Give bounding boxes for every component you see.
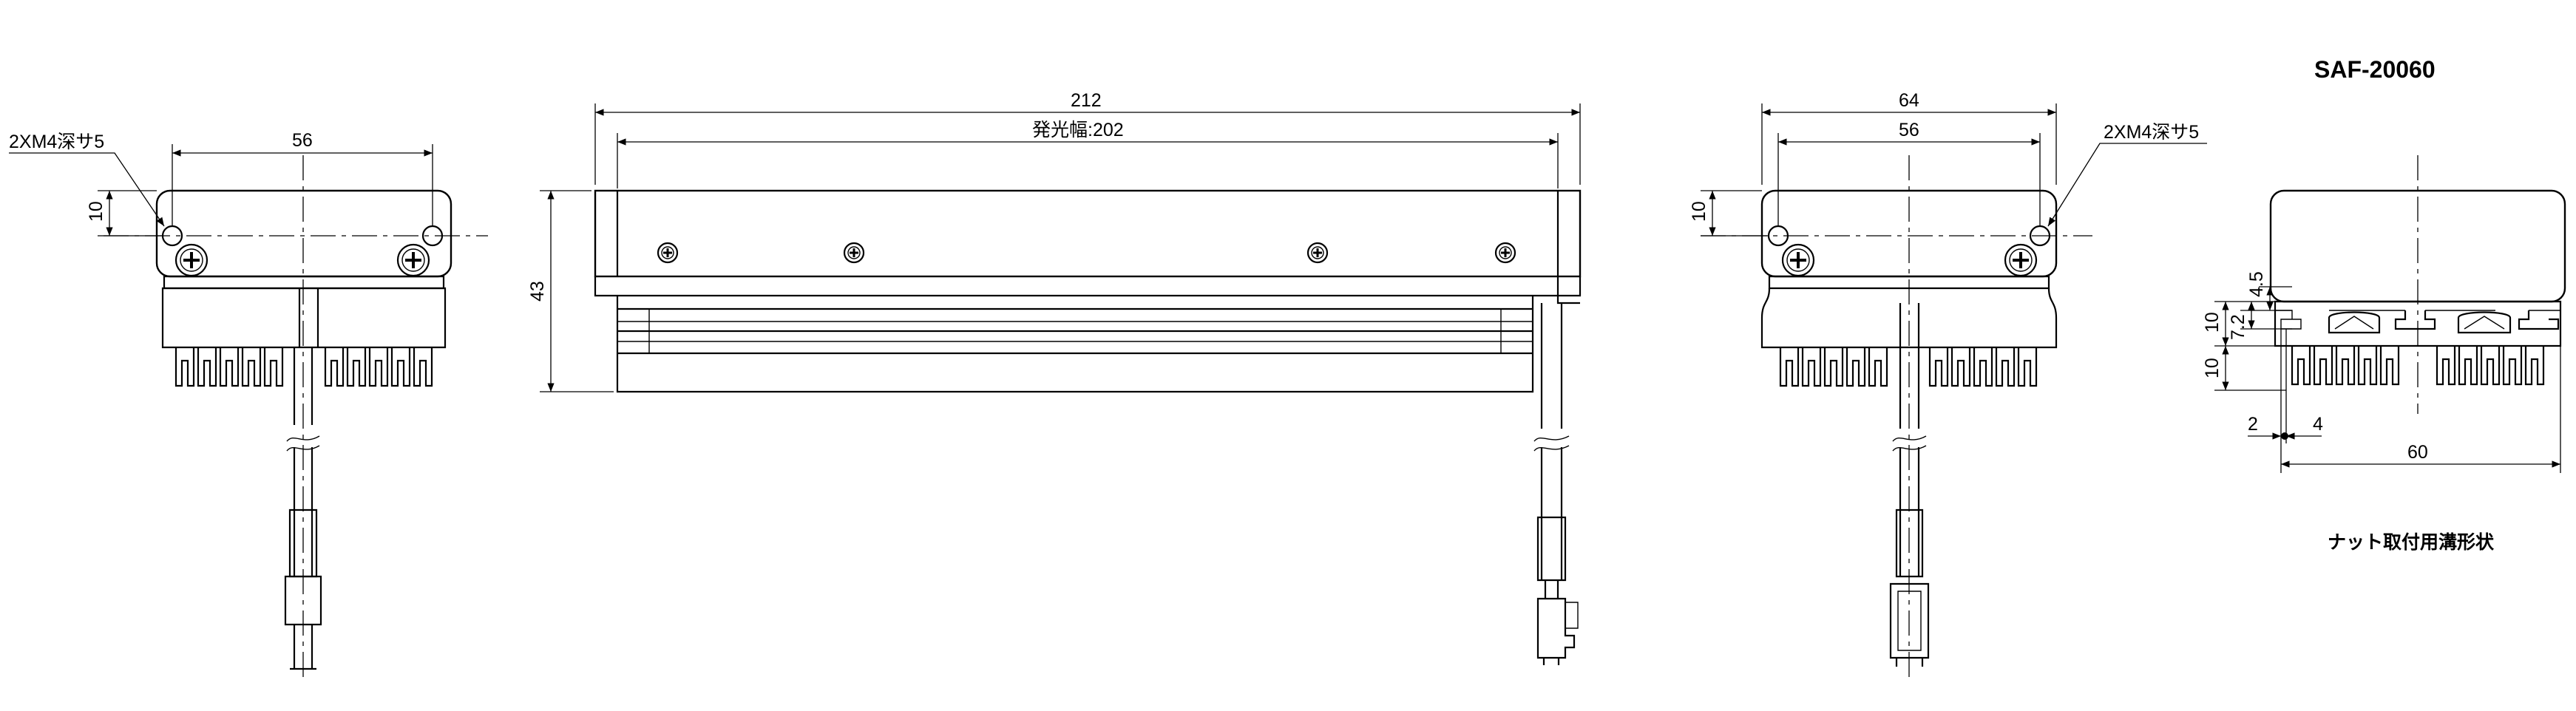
- front-height-dim: 43: [527, 281, 548, 302]
- slot-dim-4-5: 4.5: [2246, 271, 2267, 297]
- front-length-dim: 212: [1071, 90, 1102, 111]
- right-height-dim: 10: [1689, 201, 1709, 222]
- slot-dim-60: 60: [2407, 442, 2428, 463]
- slot-dim-7-2: 7.2: [2228, 314, 2248, 340]
- drawing-title: SAF-20060: [2314, 56, 2436, 83]
- right-width-dim: 64: [1899, 90, 1919, 111]
- right-hole-pitch-dim: 56: [1899, 120, 1919, 140]
- right-side-view: 64 56 10 2XM4深サ5: [1689, 90, 2207, 680]
- front-view: 212 発光幅:202 43: [527, 90, 1582, 665]
- right-hole-note: 2XM4深サ5: [2104, 122, 2199, 143]
- slot-detail-view: 10 10 7.2 4.5 2 4 60 ナット取付用溝形状: [2202, 155, 2566, 553]
- left-width-dim: 56: [292, 130, 313, 151]
- emitting-width-dim: 発光幅:202: [1032, 120, 1124, 140]
- left-side-view: 56 10 2XM4深サ5: [9, 130, 488, 680]
- slot-dim-10a: 10: [2202, 312, 2223, 333]
- slot-dim-2: 2: [2248, 414, 2258, 435]
- left-height-dim: 10: [86, 201, 106, 222]
- slot-detail-caption: ナット取付用溝形状: [2328, 532, 2495, 553]
- slot-dim-4: 4: [2313, 414, 2323, 435]
- left-hole-note: 2XM4深サ5: [9, 132, 104, 152]
- slot-dim-10b: 10: [2202, 358, 2223, 378]
